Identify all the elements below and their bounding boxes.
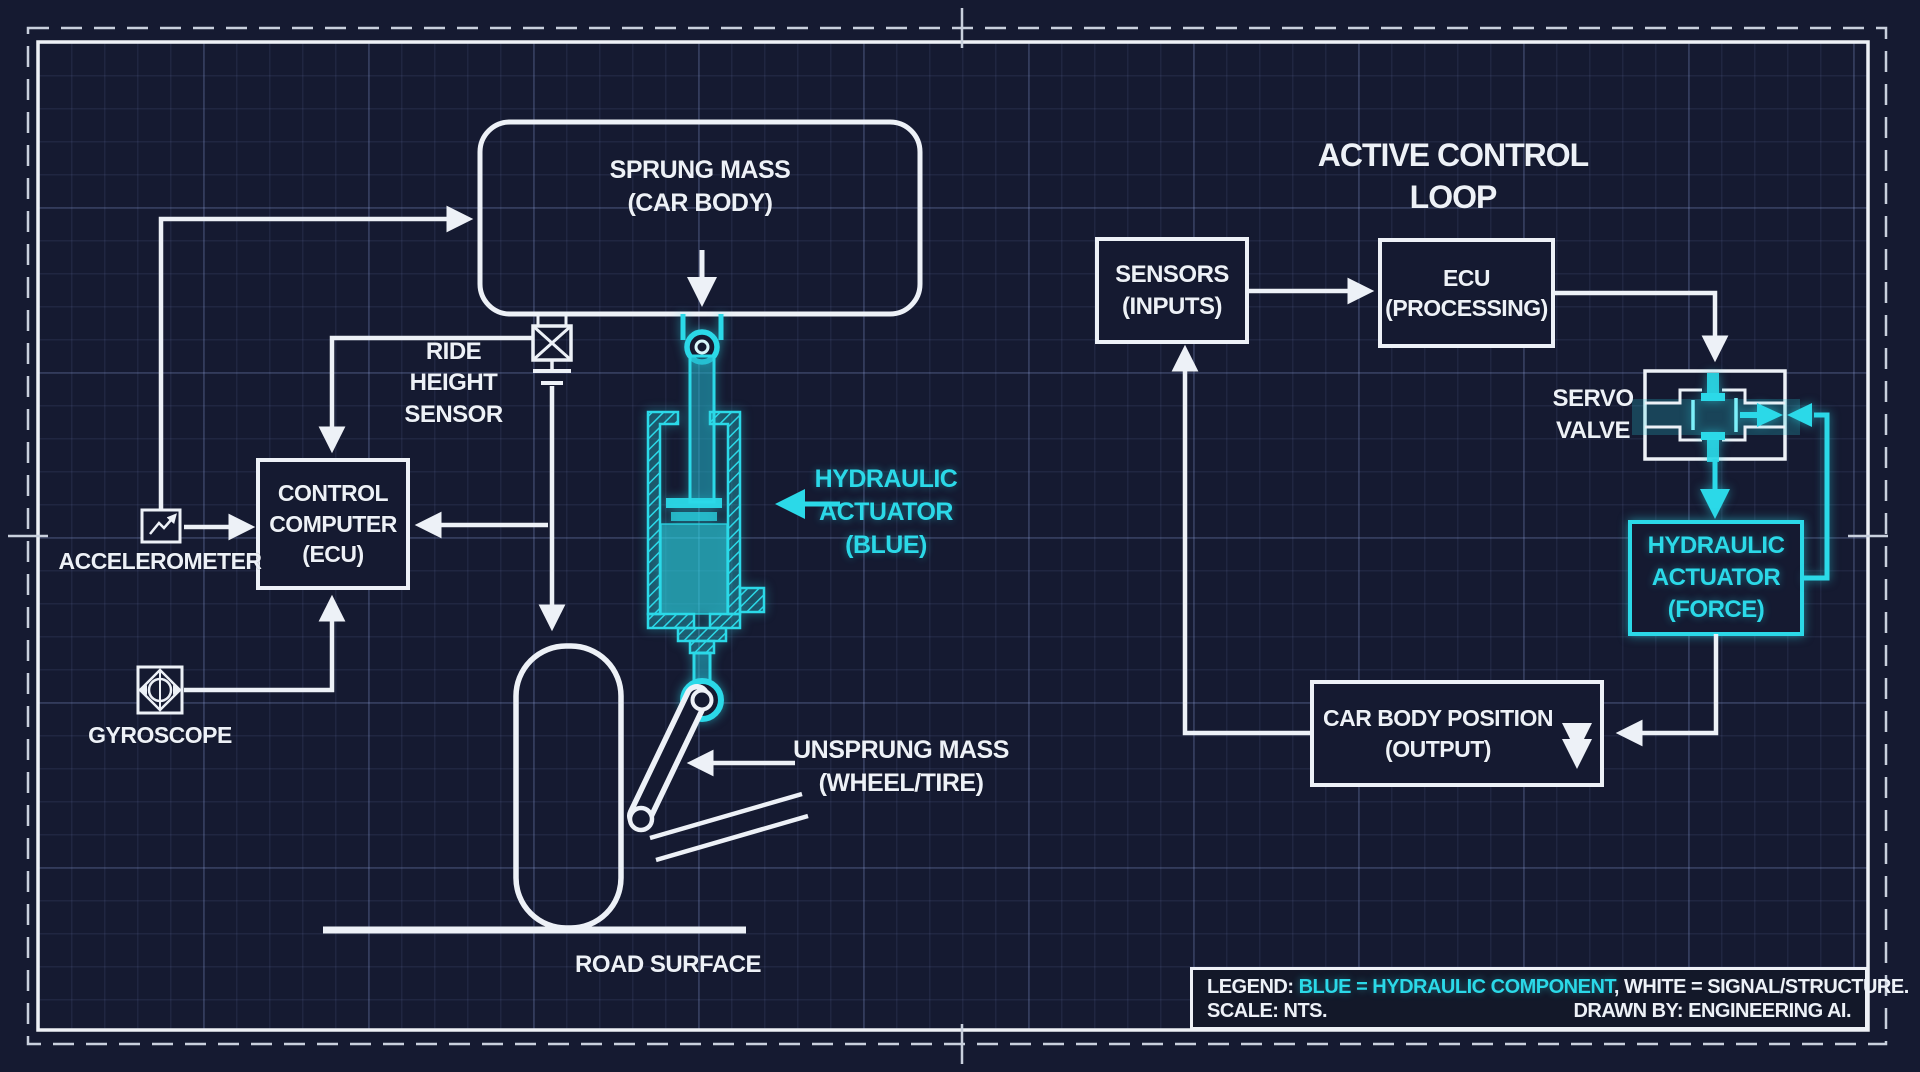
legend-drawn-by: DRAWN BY: ENGINEERING AI. — [1573, 999, 1851, 1022]
gyroscope-icon — [136, 665, 184, 715]
body-input-arrow — [158, 205, 474, 512]
ride-height-signal-lines — [318, 335, 566, 632]
legend-scale: SCALE: NTS. — [1207, 999, 1328, 1022]
legend-line-2: SCALE: NTS. DRAWN BY: ENGINEERING AI. — [1207, 1000, 1851, 1023]
accelerometer-icon — [140, 508, 182, 544]
control-computer-box — [256, 458, 410, 590]
legend-box: LEGEND: BLUE = HYDRAULIC COMPONENT, WHIT… — [1190, 967, 1909, 1030]
loop-feedback-to-sensors-line — [1171, 344, 1312, 736]
center-ticks — [8, 8, 1888, 1064]
legend-blue-entry: BLUE = HYDRAULIC COMPONENT — [1298, 975, 1615, 998]
servo-valve-icon — [1632, 369, 1800, 462]
sprung-mass-box — [477, 119, 923, 317]
loop-output-box — [1310, 680, 1604, 787]
loop-hydraulic-feedback-line — [1787, 403, 1830, 581]
legend-line-1: LEGEND: BLUE = HYDRAULIC COMPONENT, WHIT… — [1207, 976, 1909, 999]
ride-height-valve-icon — [531, 314, 573, 385]
loop-ecu-box — [1378, 238, 1555, 348]
suspension-arm — [627, 684, 809, 863]
legend-white-entry: , WHITE = SIGNAL/STRUCTURE. — [1613, 975, 1909, 998]
hydraulic-actuator-graphic — [646, 314, 766, 722]
legend-prefix: LEGEND: — [1207, 975, 1299, 998]
loop-arrow-ecu-to-valve — [1553, 290, 1729, 363]
legend-text: LEGEND: BLUE = HYDRAULIC COMPONENT, WHIT… — [1207, 976, 1909, 999]
loop-sensors-box — [1095, 237, 1249, 344]
loop-arrow-actuator-to-output — [1615, 634, 1719, 747]
gyroscope-to-ecu-line — [184, 594, 346, 693]
wheel-graphic — [513, 643, 624, 931]
loop-actuator-box — [1628, 520, 1804, 636]
